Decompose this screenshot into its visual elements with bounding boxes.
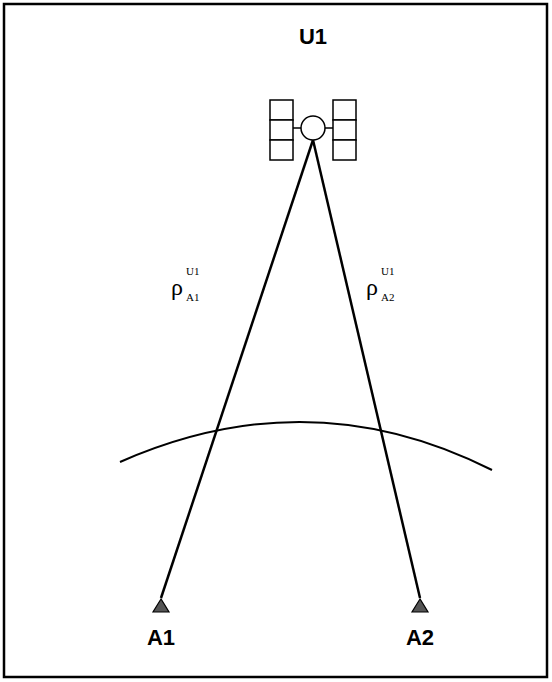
range-line xyxy=(313,140,420,598)
station-label: A2 xyxy=(397,626,443,650)
satellite-node: U1 xyxy=(250,25,376,140)
range-symbol: ρ xyxy=(366,275,378,299)
satellite-body xyxy=(301,116,325,140)
ground-station: A2 xyxy=(397,598,443,654)
solar-panel xyxy=(270,100,293,120)
ground-station: A1 xyxy=(138,598,184,654)
station-label: A1 xyxy=(138,626,184,650)
station-label: U1 xyxy=(250,25,376,49)
station-marker xyxy=(412,599,428,612)
range-line xyxy=(161,140,313,598)
solar-panel xyxy=(333,120,356,140)
range-superscript: U1 xyxy=(381,266,394,277)
solar-panel xyxy=(333,140,356,160)
range-subscript: A1 xyxy=(186,292,199,303)
solar-panel xyxy=(333,100,356,120)
earth-surface-arc xyxy=(120,422,492,470)
range-subscript: A2 xyxy=(381,292,394,303)
solar-panel xyxy=(270,140,293,160)
solar-panel xyxy=(270,120,293,140)
range-symbol: ρ xyxy=(171,275,183,299)
range-superscript: U1 xyxy=(186,266,199,277)
frame xyxy=(4,4,547,677)
station-marker xyxy=(153,599,169,612)
